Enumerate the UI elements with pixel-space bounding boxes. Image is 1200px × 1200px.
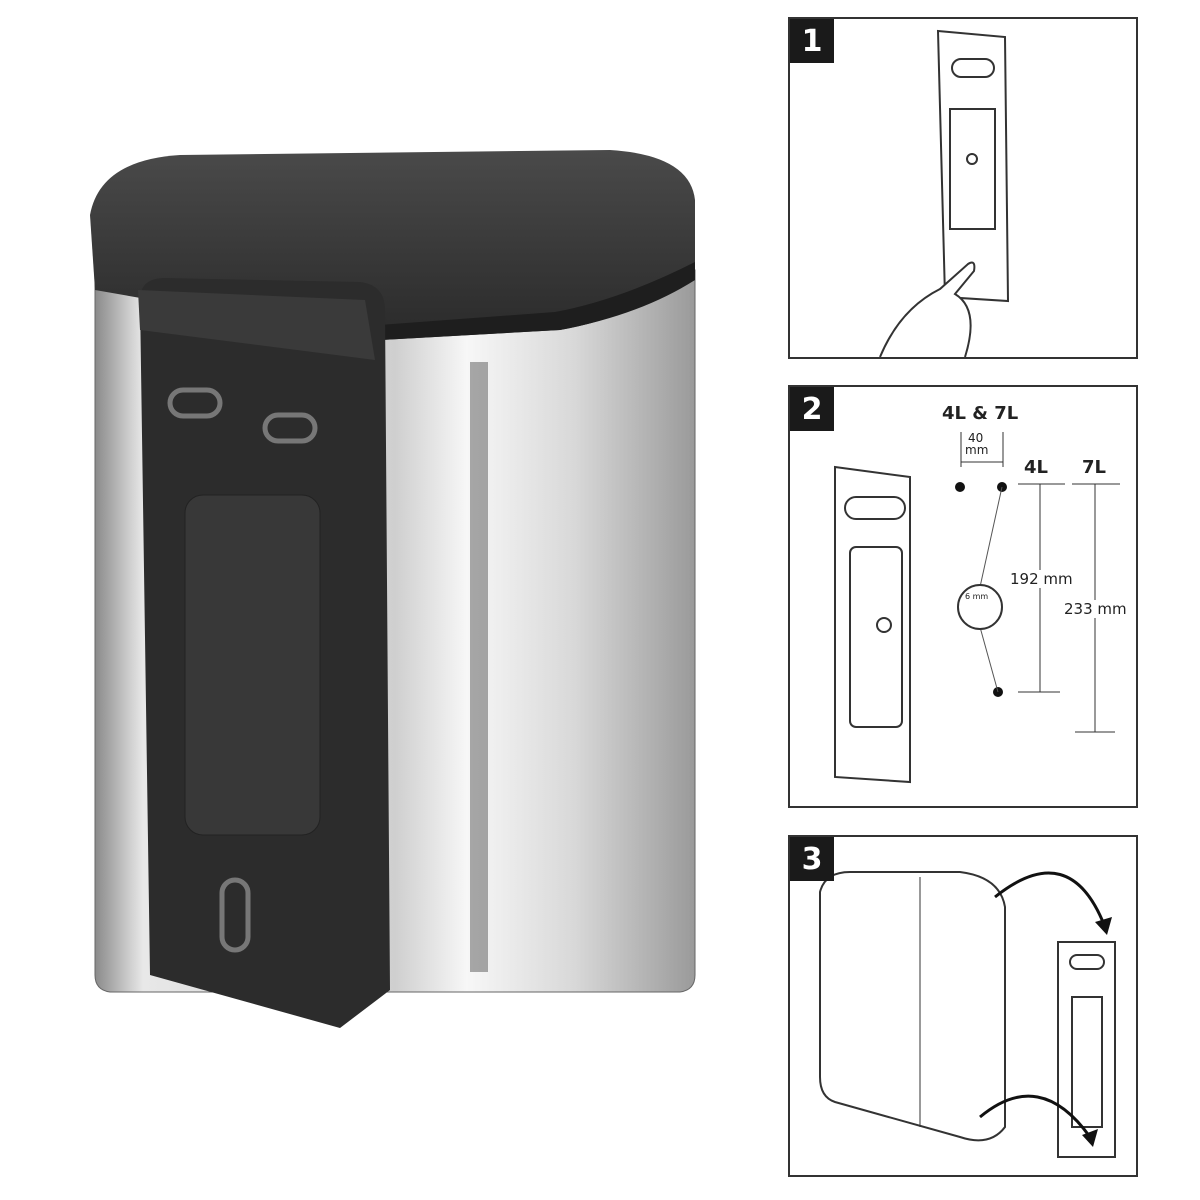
- step-2-panel: 2 4L & 7L 40 mm 4L 7L 192 mm 233 mm 6 mm: [788, 385, 1138, 808]
- arrow: [979, 1094, 1092, 1138]
- product-bin-illustration: [90, 150, 696, 1028]
- mounting-diagram: [834, 432, 1120, 784]
- step-number-badge: 3: [790, 837, 834, 881]
- capacity-label-both: 4L & 7L: [942, 403, 1019, 424]
- capacity-label-7l: 7L: [1082, 457, 1106, 478]
- spacing-value: 40: [968, 431, 984, 445]
- height-4l: 192 mm: [1010, 570, 1073, 588]
- height-7l: 233 mm: [1064, 600, 1127, 618]
- arrow: [994, 871, 1107, 928]
- step-number-badge: 2: [790, 387, 834, 431]
- capacity-label-4l: 4L: [1024, 457, 1048, 478]
- drill-hole: [955, 482, 965, 492]
- spacing-unit: mm: [965, 443, 989, 457]
- hand-drawing: [879, 261, 976, 357]
- drill-bit-callout: [957, 584, 1003, 630]
- drill-size: 6 mm: [965, 592, 989, 601]
- step-number-badge: 1: [790, 19, 834, 63]
- step-3-panel: 3: [788, 835, 1138, 1177]
- bracket-drawing: [879, 29, 1010, 357]
- step-1-panel: 1: [788, 17, 1138, 359]
- hang-bin-drawing: [819, 871, 1116, 1158]
